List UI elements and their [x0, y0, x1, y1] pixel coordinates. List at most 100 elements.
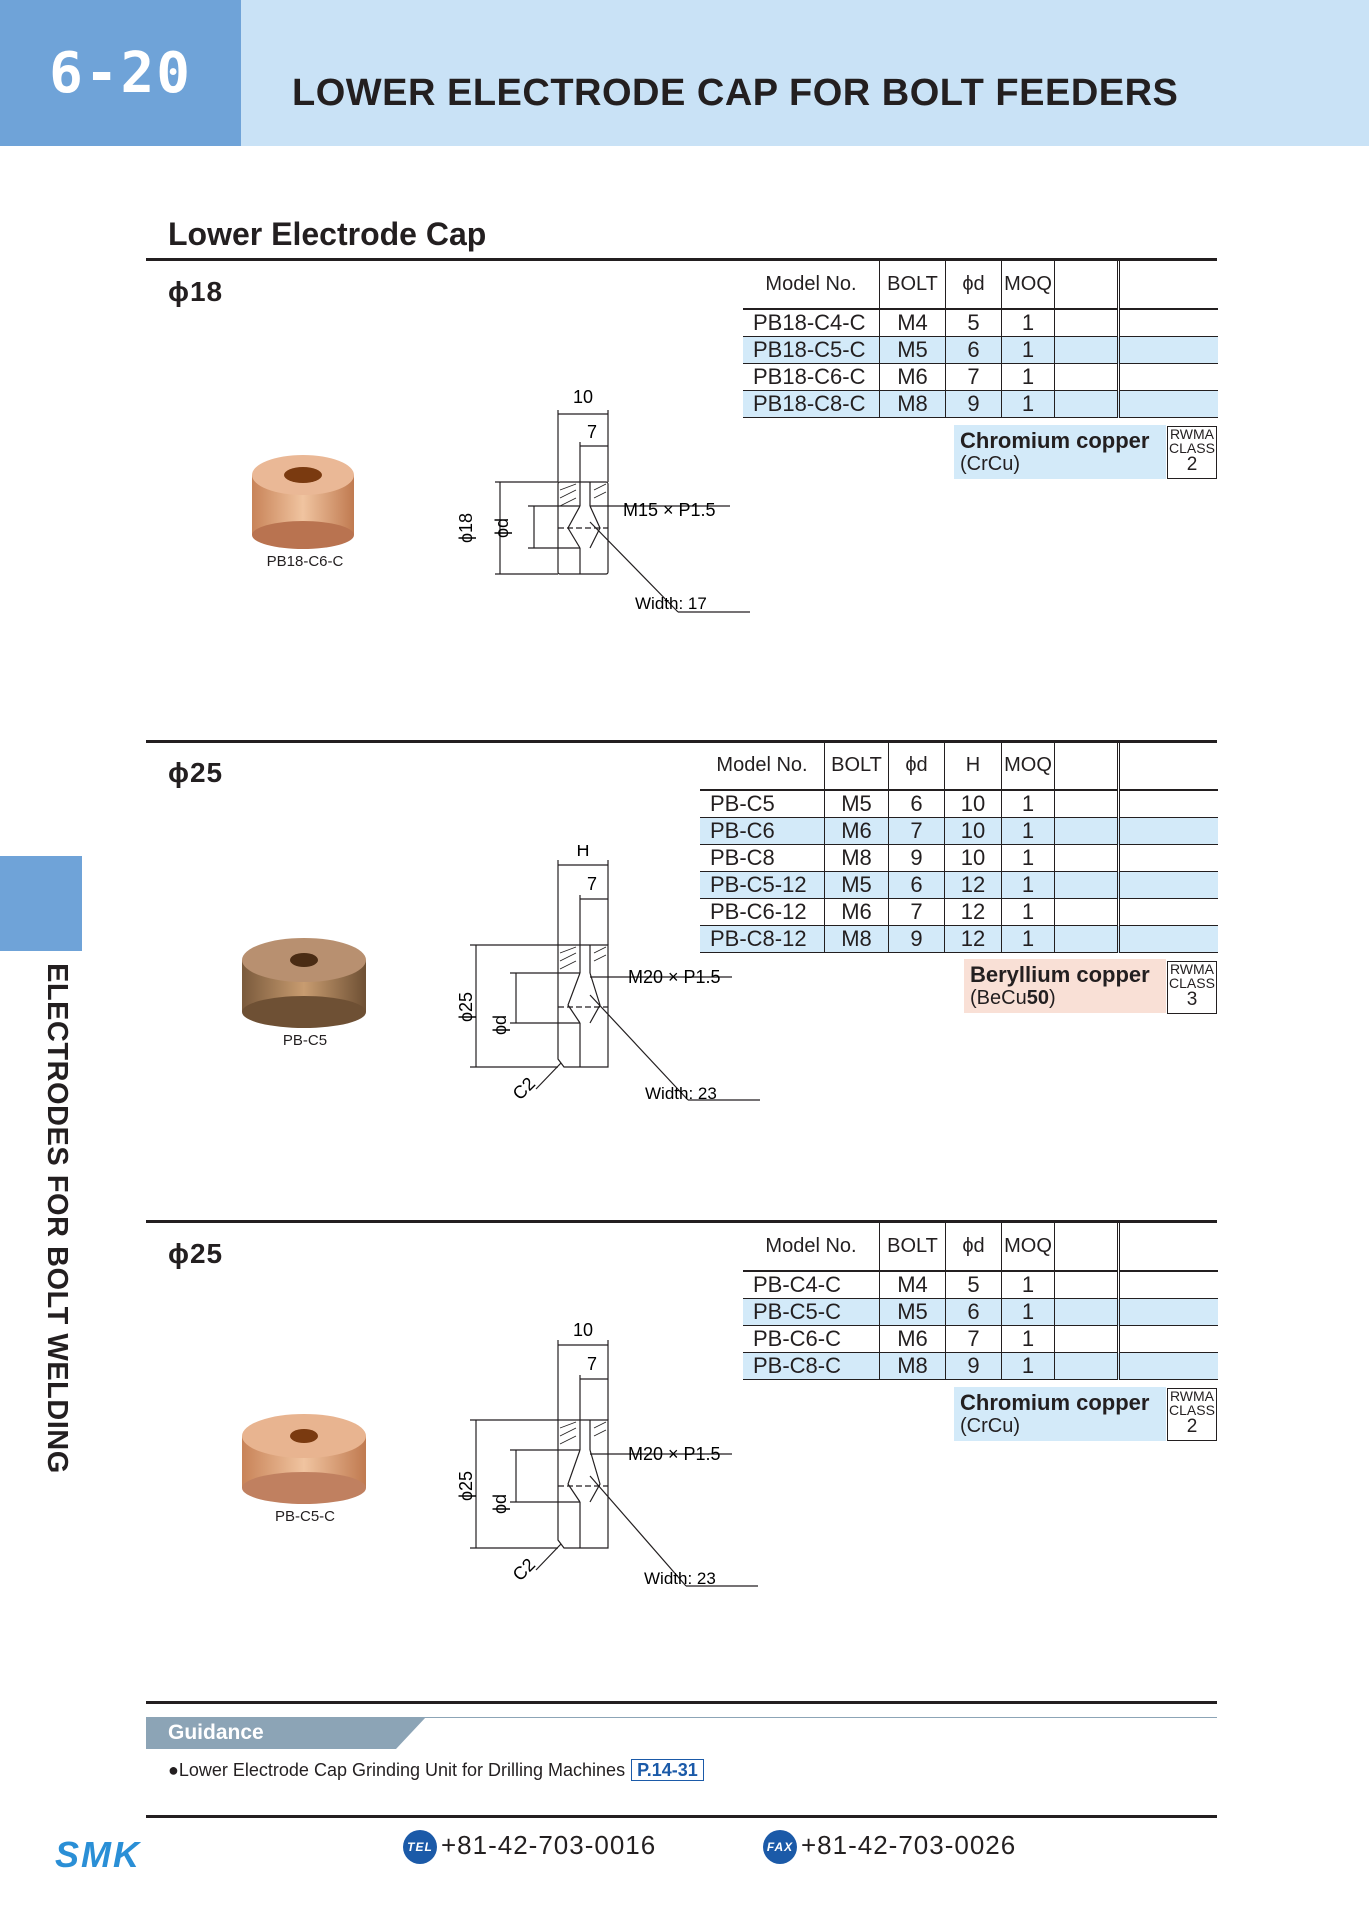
dim-bore-label: ϕd [490, 1494, 510, 1514]
product-photo [252, 455, 354, 549]
chamfer-label: C2 [509, 1073, 539, 1103]
col-header-bolt: BOLT [879, 260, 946, 310]
cell-model: PB-C8-12 [700, 925, 825, 953]
cell-d: 9 [945, 390, 1002, 418]
cell-blank [1054, 1325, 1119, 1353]
cell-h: 12 [944, 925, 1002, 953]
cell-moq: 1 [1001, 1325, 1055, 1353]
cell-blank [1054, 871, 1119, 899]
cell-moq: 1 [1001, 898, 1055, 926]
col-header-h: H [944, 741, 1002, 791]
cell-blank [1117, 790, 1218, 818]
cell-moq: 1 [1001, 390, 1055, 418]
cell-d: 5 [945, 309, 1002, 337]
cell-d: 7 [945, 1325, 1002, 1353]
material-code-prefix: (BeCu [970, 987, 1027, 1010]
cell-model: PB-C5-C [743, 1298, 880, 1326]
material-box: Beryllium copper (BeCu50) [964, 959, 1166, 1014]
cell-h: 10 [944, 790, 1002, 818]
cell-d: 6 [945, 1298, 1002, 1326]
rwma-label: RWMA CLASS [1169, 426, 1215, 456]
cell-model: PB18-C5-C [743, 336, 880, 364]
col-header-d: ϕd [945, 1222, 1002, 1272]
cell-blank [1054, 790, 1119, 818]
section-divider [146, 1220, 1217, 1223]
cell-moq: 1 [1001, 336, 1055, 364]
rwma-class-value: 3 [1186, 989, 1198, 1010]
cell-blank [1117, 1352, 1218, 1380]
material-name: Chromium copper [960, 428, 1150, 453]
cell-d: 7 [945, 363, 1002, 391]
section-title: Lower Electrode Cap [168, 216, 487, 252]
photo-caption: PB-C5-C [274, 1508, 335, 1525]
cell-moq: 1 [1001, 925, 1055, 953]
cell-moq: 1 [1001, 844, 1055, 872]
technical-drawing: 10 7 M20 × P1.5 ϕ25 ϕd C2 Width: 23 [456, 1320, 758, 1588]
cell-d: 9 [945, 1352, 1002, 1380]
dim-diameter-label: ϕ25 [456, 1471, 476, 1501]
tel-icon: TEL [403, 1830, 437, 1865]
cell-d: 9 [888, 925, 945, 953]
thread-label: M15 × P1.5 [623, 500, 716, 520]
width-label: Width: 23 [645, 1084, 717, 1103]
technical-drawing: H 7 M20 × P1.5 ϕ25 ϕd C2 Width: 23 [456, 845, 760, 1104]
section-diameter-label: ϕ25 [168, 1238, 224, 1269]
cell-model: PB-C4-C [743, 1271, 880, 1299]
fax-icon: FAX [763, 1830, 797, 1865]
cell-model: PB18-C4-C [743, 309, 880, 337]
dim-length-label: H [577, 845, 590, 860]
cell-blank [1054, 898, 1119, 926]
rwma-class-badge: RWMA CLASS 2 [1167, 1388, 1217, 1441]
cell-blank [1117, 817, 1218, 845]
cell-bolt: M4 [879, 309, 946, 337]
cell-h: 10 [944, 844, 1002, 872]
cell-blank [1117, 1271, 1218, 1299]
rwma-class-value: 2 [1186, 1416, 1198, 1437]
cell-bolt: M5 [879, 1298, 946, 1326]
cell-d: 7 [888, 817, 945, 845]
cell-blank [1117, 871, 1218, 899]
technical-drawing: 10 7 M15 × P1.5 ϕ18 ϕd Width: 17 [456, 387, 750, 613]
guidance-title: Guidance [168, 1721, 264, 1744]
cell-blank [1054, 1271, 1119, 1299]
photo-caption: PB18-C6-C [266, 553, 344, 570]
page-header: 6-20 LOWER ELECTRODE CAP FOR BOLT FEEDER… [0, 0, 1369, 146]
page-number: 6-20 [0, 0, 241, 146]
cell-model: PB-C5-12 [700, 871, 825, 899]
material-code-suffix: ) [1048, 987, 1056, 1010]
rwma-class-badge: RWMA CLASS 2 [1167, 426, 1217, 479]
cell-blank [1054, 1298, 1119, 1326]
guidance-item: ●Lower Electrode Cap Grinding Unit for D… [168, 1759, 704, 1781]
col-header-model: Model No. [743, 260, 880, 310]
cell-blank [1117, 898, 1218, 926]
col-header-bolt: BOLT [879, 1222, 946, 1272]
col-header-moq: MOQ [1001, 260, 1055, 310]
material-code-grade: 50 [1026, 987, 1049, 1010]
chamfer-label: C2 [509, 1554, 539, 1584]
cell-bolt: M5 [824, 871, 889, 899]
dim-bore-label: ϕd [490, 1015, 510, 1035]
page-reference-link[interactable]: P.14-31 [631, 1759, 704, 1781]
dim-length-label: 10 [573, 1320, 593, 1340]
footer-divider [146, 1815, 1217, 1818]
cell-d: 9 [888, 844, 945, 872]
cell-d: 7 [888, 898, 945, 926]
guidance-divider [146, 1701, 1217, 1704]
col-header-blank [1054, 741, 1119, 791]
cell-h: 10 [944, 817, 1002, 845]
col-header-d: ϕd [888, 741, 945, 791]
cell-bolt: M4 [879, 1271, 946, 1299]
cell-blank [1054, 817, 1119, 845]
width-label: Width: 23 [644, 1569, 716, 1588]
product-photo [242, 938, 366, 1028]
cell-bolt: M8 [879, 1352, 946, 1380]
